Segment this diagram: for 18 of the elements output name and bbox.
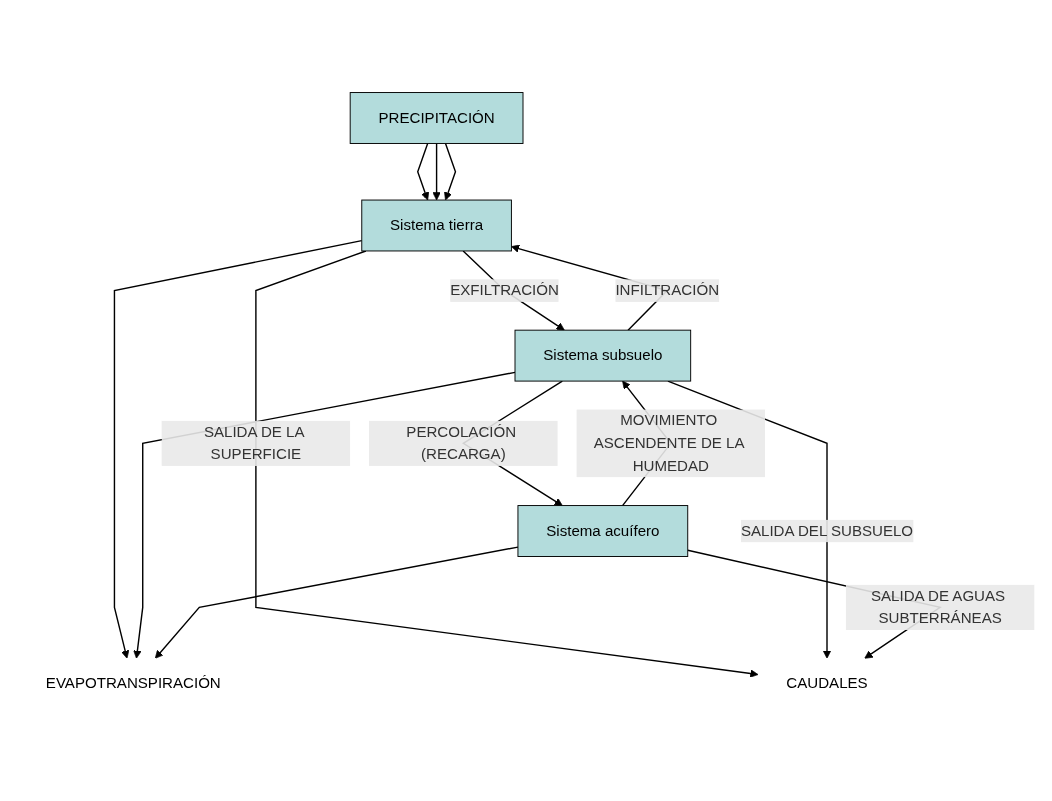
node-box: Sistema acuífero <box>517 504 689 557</box>
node-text: CAUDALES <box>786 674 868 691</box>
edge-label: SALIDA DE AGUAS SUBTERRÁNEAS <box>870 587 1006 626</box>
node-box: Sistema subsuelo <box>514 329 692 382</box>
arrow <box>444 142 457 201</box>
edge-label: EXFILTRACIÓN <box>450 281 559 298</box>
edge-label: SALIDA DEL SUBSUELO <box>740 522 914 539</box>
node-text: EVAPOTRANSPIRACIÓN <box>45 674 221 691</box>
edge-label: INFILTRACIÓN <box>615 281 720 298</box>
arrow <box>432 142 441 201</box>
edge-label: SALIDA DE LA SUPERFICIE <box>203 423 304 462</box>
edge-label: MOVIMIENTO ASCENDENTE DE LA HUMEDAD <box>593 411 744 474</box>
arrow <box>154 546 519 659</box>
node-box: PRECIPITACIÓN <box>349 91 524 144</box>
edge-label: PERCOLACIÓN (RECARGA) <box>406 423 517 462</box>
arrow <box>113 239 363 659</box>
arrow <box>417 142 430 201</box>
node-box: Sistema tierra <box>361 199 512 252</box>
